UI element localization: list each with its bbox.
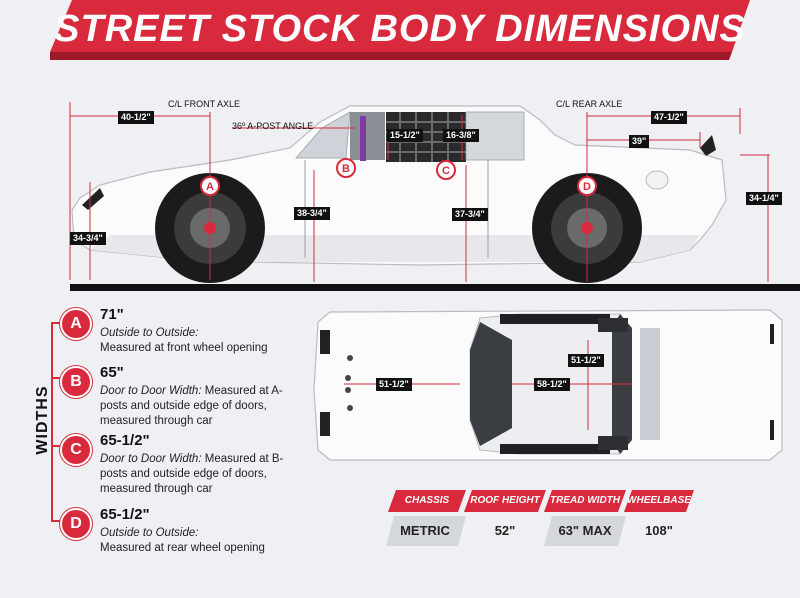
spec-table: CHASSIS ROOF HEIGHT TREAD WIDTH WHEELBAS… — [386, 490, 694, 548]
marker-c: C — [436, 160, 456, 180]
spec-header-chassis: CHASSIS — [404, 495, 450, 506]
width-value: 65" — [100, 364, 124, 381]
side-view-diagram: A B C D — [69, 102, 800, 291]
a-post-angle-label: 36º A-POST ANGLE — [232, 121, 314, 131]
rear-length-dimension: 51-1/2" — [568, 354, 604, 367]
spec-table-background — [386, 490, 694, 546]
spec-header-tread-width: TREAD WIDTH — [550, 495, 620, 506]
width-value: 65-1/2" — [100, 432, 150, 449]
front-overhang-dimension: 40-1/2" — [118, 111, 154, 124]
hood-width-dimension: 51-1/2" — [376, 378, 412, 391]
spec-value-chassis: METRIC — [400, 523, 450, 538]
spec-header-wheelbase: WHEELBASE — [627, 495, 691, 506]
width-letter: A — [60, 308, 92, 340]
rear-overhang-dimension: 47-1/2" — [651, 111, 687, 124]
width-description: Outside to Outside:Measured at front whe… — [100, 327, 268, 354]
spec-value-wheelbase: 108" — [645, 523, 673, 538]
b-post-height-dimension: 37-3/4" — [452, 208, 488, 221]
marker-b: B — [336, 158, 356, 178]
svg-text:A: A — [206, 181, 214, 193]
front-axle-label: C/L FRONT AXLE — [168, 99, 241, 109]
width-description: Door to Door Width: Measured at A-posts … — [100, 385, 283, 427]
widths-bracket — [51, 322, 64, 522]
marker-a: A — [200, 176, 220, 196]
nose-height-dimension: 34-3/4" — [70, 232, 106, 245]
svg-text:C: C — [442, 165, 450, 177]
width-value: 71" — [100, 306, 124, 323]
spoiler-offset-dimension: 39" — [629, 135, 650, 148]
width-description: Door to Door Width: Measured at B-posts … — [100, 453, 284, 495]
width-value: 65-1/2" — [100, 506, 150, 523]
roof-width-dimension: 58-1/2" — [534, 378, 570, 391]
width-letter: D — [60, 508, 92, 540]
rear-height-dimension: 34-1/4" — [746, 192, 782, 205]
window-height-dimension: 16-3/8" — [443, 129, 479, 142]
page-title: STREET STOCK BODY DIMENSIONS — [54, 8, 746, 50]
marker-d: D — [577, 176, 597, 196]
svg-text:B: B — [342, 163, 350, 175]
spec-value-roof-height: 52" — [494, 523, 516, 538]
rear-axle-label: C/L REAR AXLE — [556, 99, 623, 109]
a-post-height-dimension: 38-3/4" — [294, 207, 330, 220]
width-letter: B — [60, 366, 92, 398]
width-description: Outside to Outside:Measured at rear whee… — [100, 527, 265, 554]
spec-header-roof-height: ROOF HEIGHT — [470, 495, 540, 506]
svg-text:D: D — [583, 181, 591, 193]
window-width-dimension: 15-1/2" — [387, 129, 423, 142]
title-banner — [50, 0, 750, 60]
width-letter: C — [60, 434, 92, 466]
spec-value-tread-width: 63" MAX — [558, 523, 612, 538]
